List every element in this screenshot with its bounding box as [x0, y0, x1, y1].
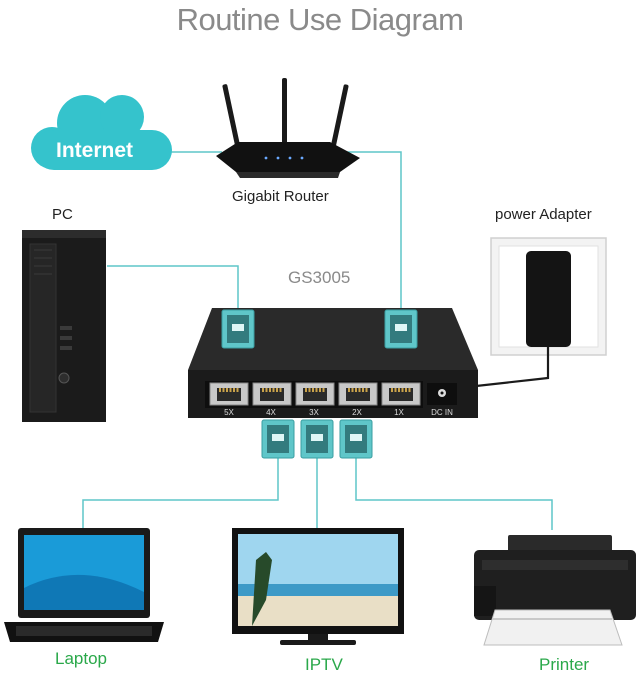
- cloud-icon: [31, 95, 172, 170]
- router-icon: [216, 78, 360, 178]
- switch-port-1x: [381, 382, 421, 406]
- ethernet-connectors: [221, 309, 418, 459]
- power-adapter-icon: [457, 237, 607, 390]
- printer-icon: [474, 535, 636, 646]
- switch-port-5x: [209, 382, 249, 406]
- cable-switch-printer: [355, 458, 553, 530]
- connector-laptop-icon: [261, 419, 295, 459]
- internet-label: Internet: [56, 139, 134, 162]
- connector-printer-icon: [339, 419, 373, 459]
- port-label-3x: 3X: [309, 408, 319, 417]
- switch-port-2x: [338, 382, 378, 406]
- pc-tower-icon: [22, 230, 106, 422]
- cable-router-switch: [338, 151, 402, 310]
- port-label-2x: 2X: [352, 408, 362, 417]
- connector-iptv-icon: [300, 419, 334, 459]
- port-label-1x: 1X: [394, 408, 404, 417]
- pc-label: PC: [52, 206, 73, 223]
- power-adapter-label: power Adapter: [495, 206, 592, 223]
- page-title: Routine Use Diagram: [176, 2, 464, 37]
- cables: [82, 151, 553, 530]
- router-label: Gigabit Router: [232, 188, 329, 205]
- printer-label: Printer: [539, 655, 590, 674]
- dc-in-label: DC IN: [431, 408, 453, 417]
- switch-port-4x: [252, 382, 292, 406]
- port-label-5x: 5X: [224, 408, 234, 417]
- switch-model-label: GS3005: [288, 268, 351, 287]
- cable-switch-laptop: [82, 458, 279, 530]
- port-label-4x: 4X: [266, 408, 276, 417]
- iptv-label: IPTV: [305, 655, 343, 674]
- connector-pc-icon: [221, 309, 255, 349]
- switch-port-3x: [295, 382, 335, 406]
- cable-pc-switch: [107, 265, 239, 310]
- tv-icon: [232, 528, 404, 645]
- switch-port-labels: 5X 4X 3X 2X 1X DC IN: [224, 408, 453, 417]
- connector-router-icon: [384, 309, 418, 349]
- laptop-icon: [4, 528, 164, 642]
- switch-ports: [209, 382, 421, 406]
- laptop-label: Laptop: [55, 649, 107, 668]
